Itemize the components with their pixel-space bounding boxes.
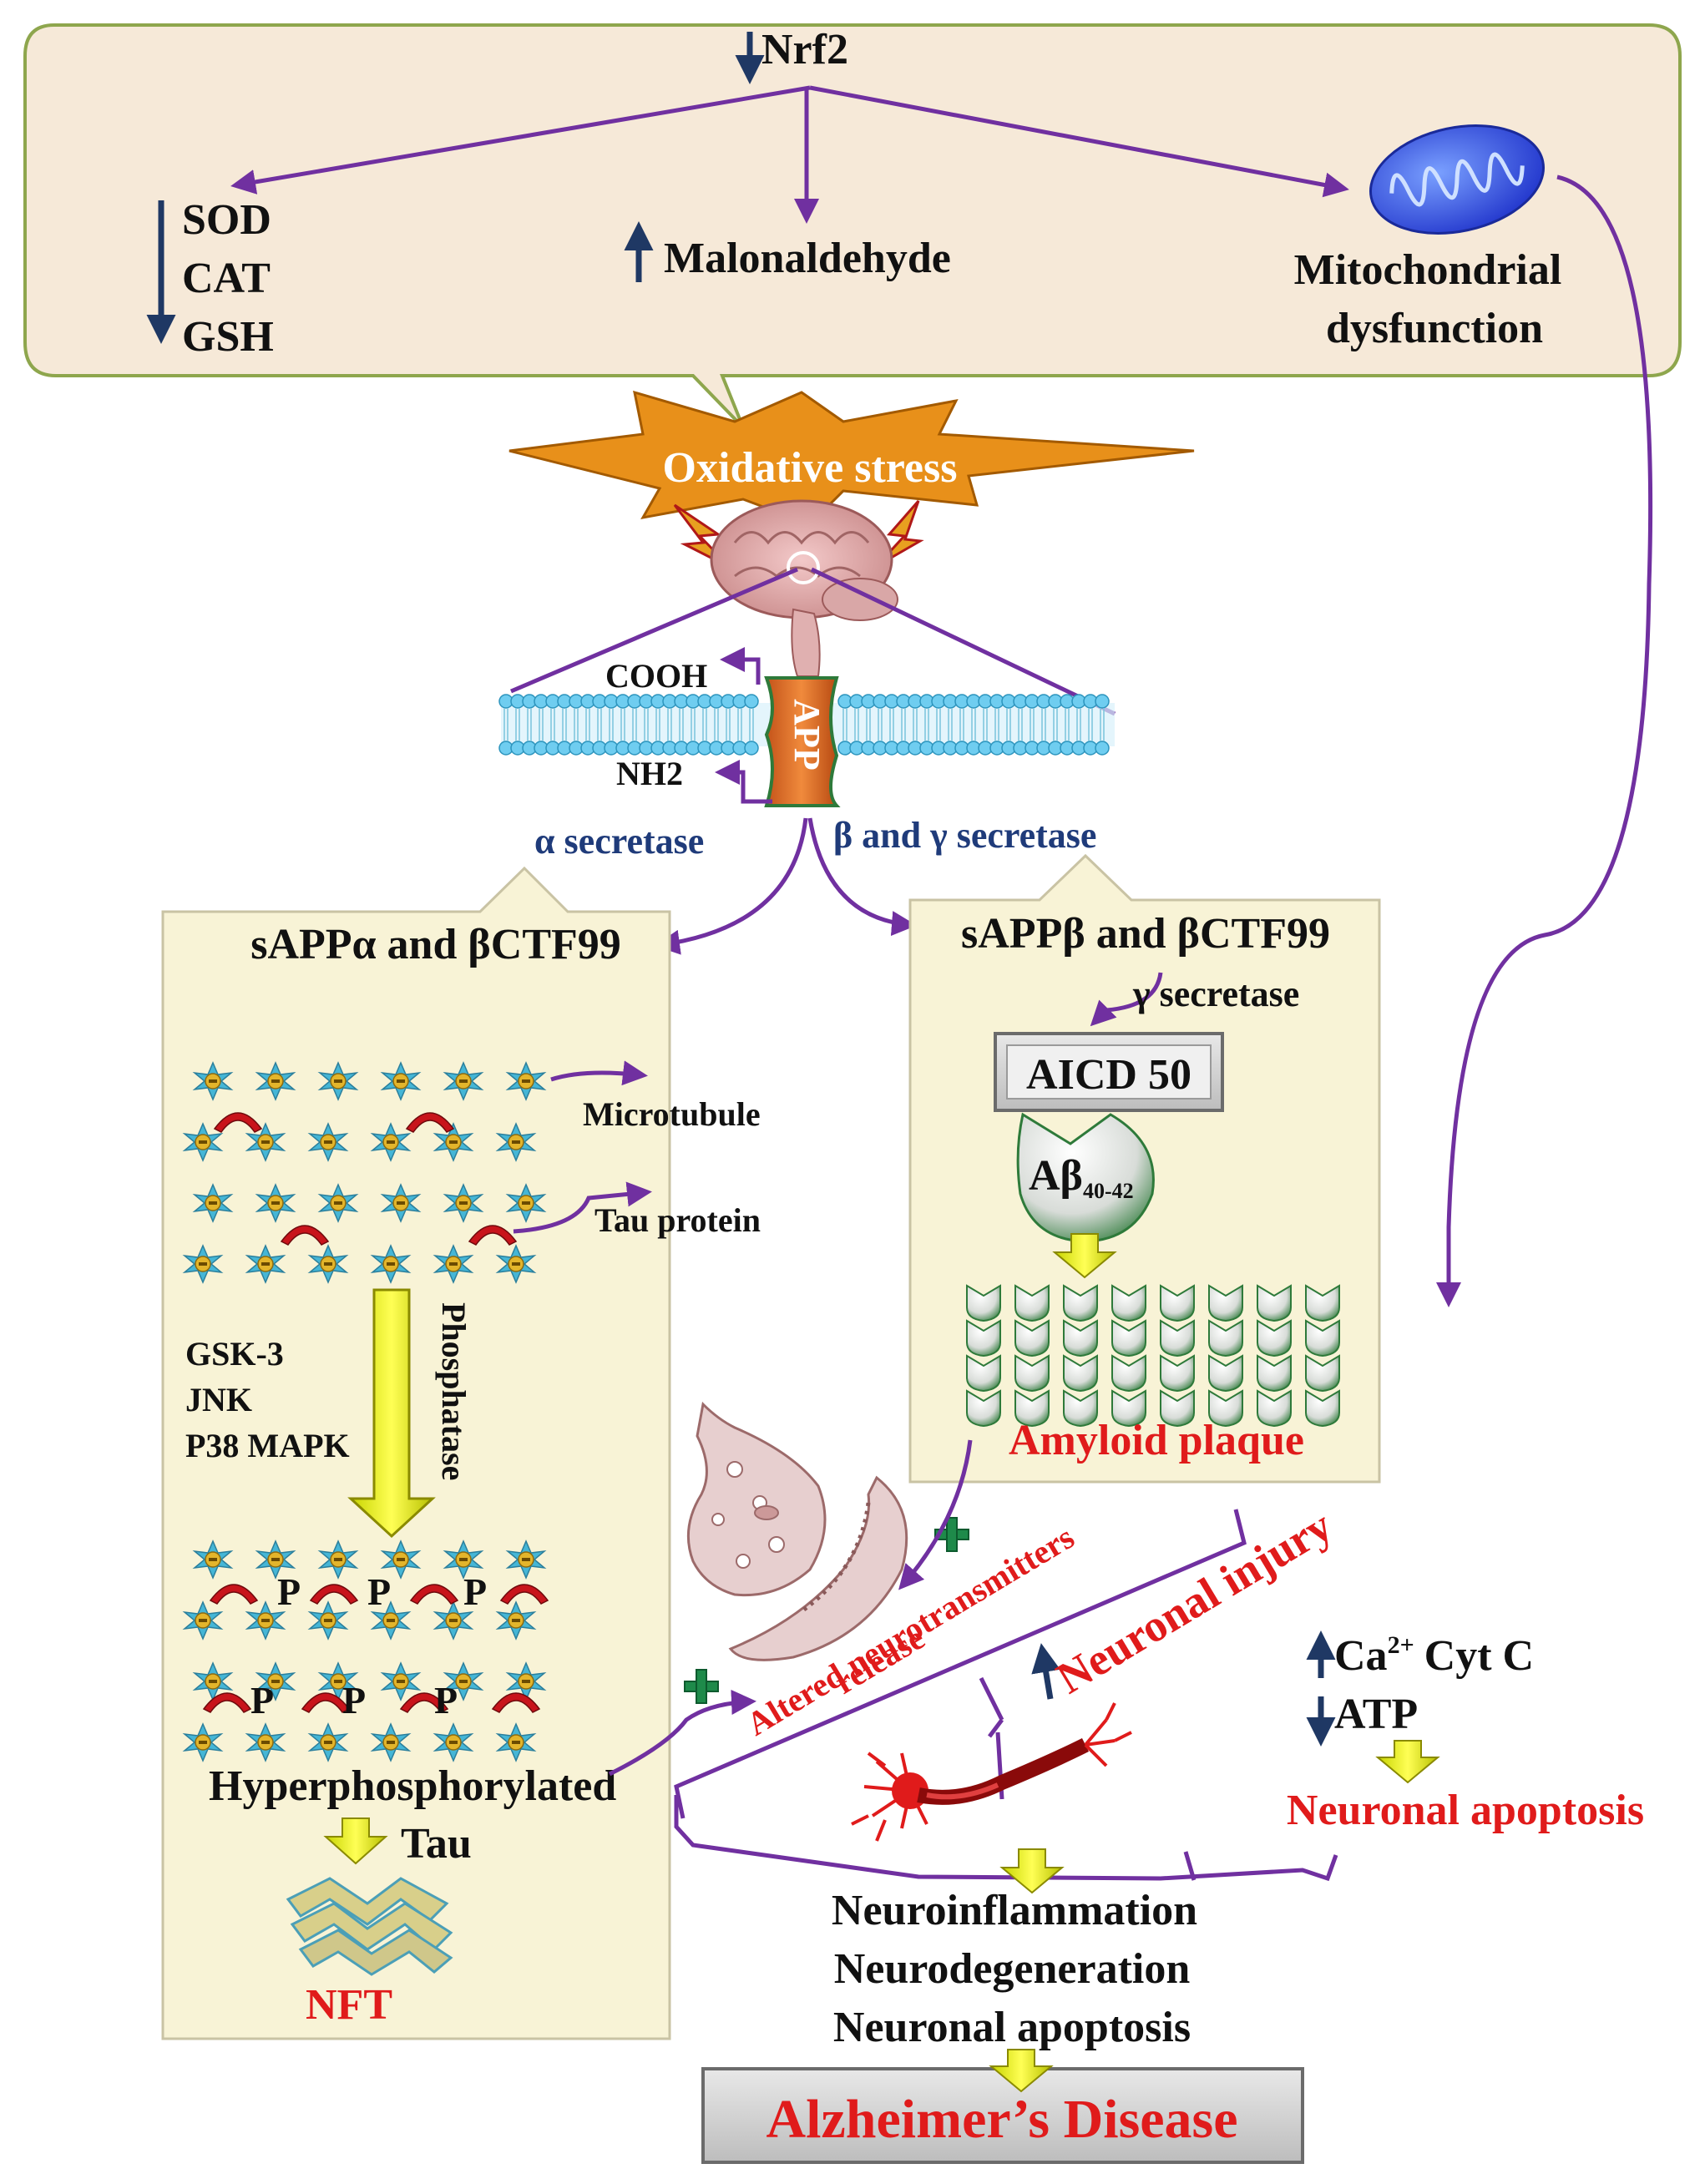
- nh2-arrow: [715, 760, 772, 804]
- right-box-title: sAPPβ and βCTF99: [961, 910, 1330, 958]
- nft-tangle-icon: [286, 1877, 453, 1976]
- neuron-icon: [851, 1702, 1132, 1842]
- kinase-p38: P38 MAPK: [185, 1427, 350, 1464]
- zoom-line-right: [810, 567, 1116, 716]
- side-neuronal-apoptosis-label: Neuronal apoptosis: [1287, 1787, 1644, 1834]
- gsh-label: GSH: [182, 313, 274, 361]
- outcome-neuronal-apoptosis: Neuronal apoptosis: [833, 2004, 1191, 2051]
- abeta-yellow-arrow: [1052, 1233, 1117, 1279]
- tau-yellow-arrow: [323, 1817, 388, 1865]
- gamma-secretase-arrow: [1090, 972, 1163, 1027]
- ca-superscript: 2+: [1388, 1631, 1414, 1659]
- zoom-line-left: [510, 567, 798, 694]
- nft-label: NFT: [306, 1981, 392, 2029]
- mito-to-apoptosis-arrow: [1436, 174, 1653, 1307]
- phosphate-mark: P: [250, 1679, 274, 1721]
- microtubule-label: Microtubule: [583, 1095, 761, 1133]
- cell-membrane: [498, 694, 1115, 756]
- amyloid-plaque-label: Amyloid plaque: [1009, 1417, 1304, 1464]
- plus-icon: [934, 1517, 969, 1552]
- oxidative-stress-label: Oxidative stress: [663, 444, 958, 492]
- oxidative-stress-burst: [508, 390, 1195, 526]
- tau-label: Tau: [401, 1820, 472, 1868]
- abeta-sub: 40-42: [1083, 1179, 1134, 1203]
- hyperphosphorylated-lattice: P P P P P P: [184, 1540, 549, 1762]
- ca-cytc-label: Ca2+ Cyt C: [1334, 1631, 1534, 1680]
- kinase-jnk: JNK: [185, 1381, 252, 1418]
- nrf2-label: Nrf2: [761, 26, 848, 73]
- phosphate-mark: P: [434, 1679, 458, 1721]
- mito-label-2: dysfunction: [1326, 305, 1543, 352]
- neuronal-injury-label: Neuronal injury: [1048, 1500, 1340, 1703]
- mito-label-1: Mitochondrial: [1294, 246, 1562, 294]
- microtubule-pointer: [550, 1060, 648, 1086]
- abeta-label: Aβ40-42: [1029, 1152, 1134, 1203]
- synapse-icon: [686, 1401, 908, 1661]
- tau-to-synapse-arrow: [608, 1689, 756, 1777]
- bracket-tick: [1183, 1851, 1197, 1881]
- gamma-secretase-label: γ secretase: [1132, 973, 1299, 1014]
- cat-label: CAT: [182, 255, 271, 302]
- left-box: [161, 866, 671, 2040]
- ca-text: Ca: [1334, 1632, 1388, 1680]
- outcome-neuroinflammation: Neuroinflammation: [832, 1887, 1197, 1934]
- outcome-bracket: [674, 1795, 1338, 1882]
- bracket-tick: [988, 1718, 1004, 1738]
- app-protein: [764, 676, 841, 807]
- alpha-path-arrow: [655, 817, 808, 955]
- plaque-to-synapse-arrow: [898, 1439, 973, 1590]
- injury-up-arrow: [1031, 1643, 1060, 1700]
- nrf2-branch-arrows: [230, 85, 1349, 224]
- nh2-label: NH2: [616, 755, 683, 792]
- alzheimers-box: [701, 2067, 1304, 2164]
- beta-gamma-secretase-label: β and γ secretase: [833, 815, 1096, 856]
- phosphate-mark: P: [463, 1570, 487, 1613]
- tau-protein-pointer: [513, 1181, 652, 1234]
- bracket-tick: [979, 1676, 1004, 1721]
- neuron-yellow-arrow: [999, 1848, 1065, 1894]
- neuronal-injury-bracket: [674, 1509, 1247, 1819]
- atp-yellow-arrow: [1375, 1740, 1440, 1784]
- phosphatase-arrow: [347, 1288, 436, 1539]
- alpha-secretase-label: α secretase: [534, 821, 704, 862]
- tau-protein-label: Tau protein: [594, 1201, 761, 1239]
- abeta-main: Aβ: [1029, 1152, 1083, 1200]
- phosphatase-label: Phosphatase: [435, 1302, 473, 1480]
- mitochondrion-icon: [1369, 124, 1546, 235]
- phosphate-mark: P: [367, 1570, 391, 1613]
- alzheimers-label: Alzheimer’s Disease: [766, 2089, 1237, 2150]
- top-panel: [23, 23, 1682, 429]
- hyperphosphorylated-label: Hyperphosphorylated: [209, 1762, 616, 1810]
- plus-icon: [684, 1669, 719, 1704]
- phosphate-mark: P: [277, 1570, 301, 1613]
- outcome-neurodegeneration: Neurodegeneration: [834, 1945, 1191, 1993]
- app-label: APP: [787, 699, 827, 771]
- aicd-inner: [1006, 1044, 1212, 1100]
- aicd-label: AICD 50: [1026, 1051, 1191, 1099]
- kinase-gsk3: GSK-3: [185, 1335, 284, 1373]
- phosphate-mark: P: [342, 1679, 366, 1721]
- atp-label: ATP: [1334, 1691, 1418, 1738]
- cytc-text: Cyt C: [1424, 1632, 1534, 1680]
- cooh-label: COOH: [605, 657, 707, 695]
- brain-icon: [710, 499, 898, 677]
- left-box-title: sAPPα and βCTF99: [250, 921, 621, 968]
- malonaldehyde-label: Malonaldehyde: [664, 235, 951, 282]
- cooh-arrow: [720, 647, 761, 685]
- final-yellow-arrow: [989, 2049, 1054, 2093]
- beta-path-arrow: [807, 817, 917, 937]
- sod-label: SOD: [182, 196, 271, 244]
